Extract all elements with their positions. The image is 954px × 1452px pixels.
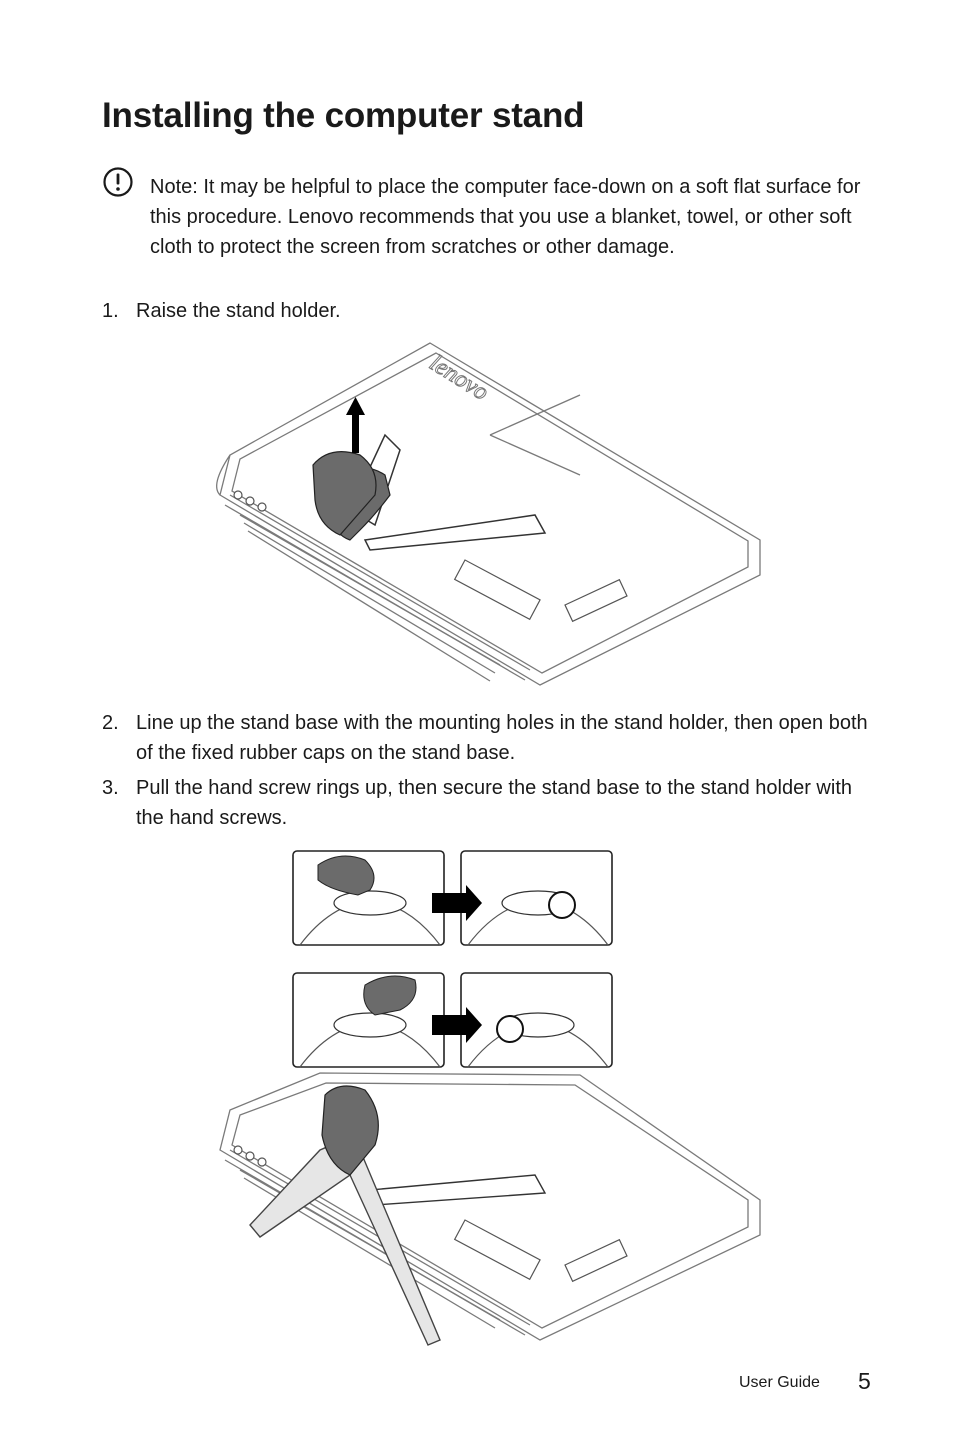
step-3: 3. Pull the hand screw rings up, then se… xyxy=(102,773,872,833)
note-text: It may be helpful to place the computer … xyxy=(150,176,861,258)
step-number: 3. xyxy=(102,777,119,799)
note-paragraph: Note: It may be helpful to place the com… xyxy=(150,172,870,262)
raise-stand-holder-illustration: lenovo xyxy=(216,342,761,686)
footer-label: User Guide xyxy=(739,1374,820,1391)
step-text: Pull the hand screw rings up, then secur… xyxy=(136,777,852,829)
note-label: Note: xyxy=(150,176,198,198)
step-2: 2. Line up the stand base with the mount… xyxy=(102,708,872,768)
page-number: 5 xyxy=(858,1368,871,1394)
step-text: Line up the stand base with the mounting… xyxy=(136,712,868,764)
page-title: Installing the computer stand xyxy=(102,96,585,135)
step-number: 2. xyxy=(102,712,119,734)
step-text: Raise the stand holder. xyxy=(136,300,341,322)
lenovo-logo-text: lenovo xyxy=(425,350,493,406)
secure-stand-base-illustration xyxy=(219,850,761,1346)
note-exclamation-icon xyxy=(103,167,133,197)
step-1: 1. Raise the stand holder. xyxy=(102,296,872,326)
step-number: 1. xyxy=(102,300,119,322)
